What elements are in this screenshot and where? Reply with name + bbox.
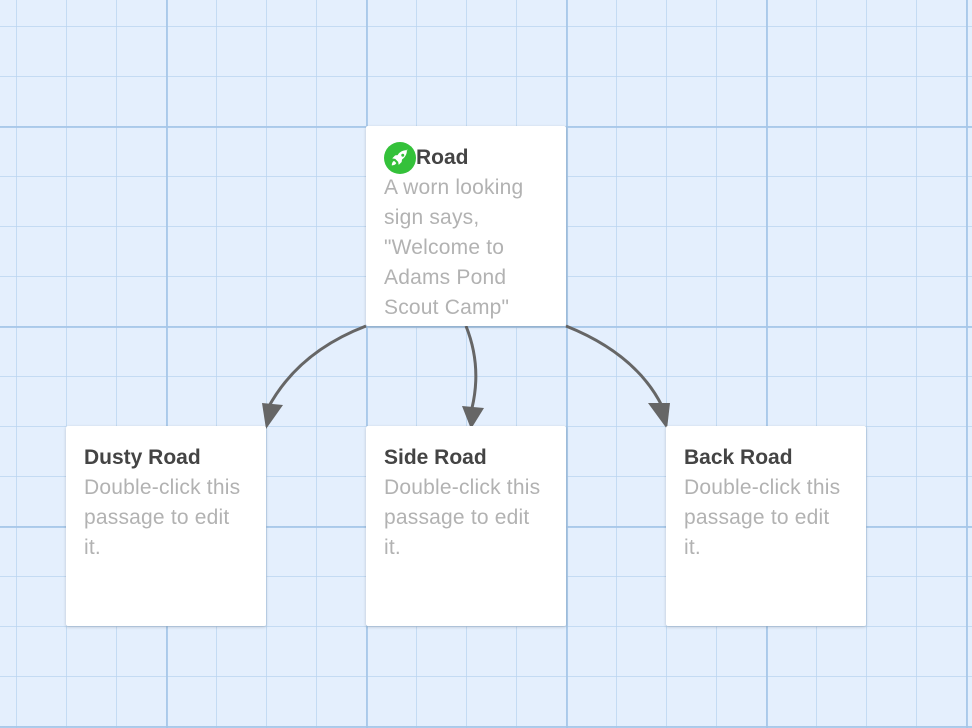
arrowhead-dusty-road	[262, 403, 283, 429]
passage-excerpt: Double-click this passage to edit it.	[384, 476, 541, 559]
passage-excerpt: A worn looking sign says, "Welcome to Ad…	[384, 176, 524, 319]
passage-card-side-road[interactable]: Side Road Double-click this passage to e…	[366, 426, 566, 626]
passage-title: Side Road	[384, 446, 487, 469]
passage-card-back-road[interactable]: Back Road Double-click this passage to e…	[666, 426, 866, 626]
passage-excerpt: Double-click this passage to edit it.	[684, 476, 841, 559]
passage-card-road[interactable]: Road A worn looking sign says, "Welcome …	[366, 126, 566, 326]
link-road-to-back-road	[565, 324, 664, 407]
rocket-icon	[384, 142, 416, 174]
passage-card-dusty-road[interactable]: Dusty Road Double-click this passage to …	[66, 426, 266, 626]
passage-title: Back Road	[684, 446, 793, 469]
link-road-to-dusty-road	[266, 324, 367, 409]
passage-excerpt: Double-click this passage to edit it.	[84, 476, 241, 559]
passage-title-row: Road	[384, 142, 548, 174]
link-road-to-side-road	[464, 325, 478, 409]
passage-title: Dusty Road	[84, 446, 201, 469]
passage-title: Road	[416, 146, 469, 169]
